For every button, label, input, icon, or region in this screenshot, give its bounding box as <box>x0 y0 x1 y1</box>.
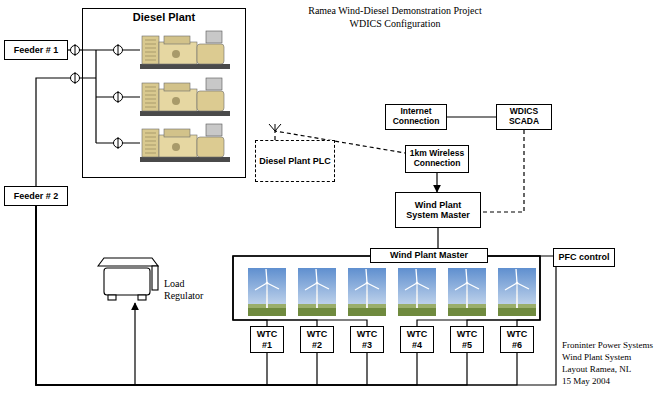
connector <box>36 206 417 385</box>
turbine-controller-box: WTC #1 <box>250 326 284 353</box>
connector <box>233 256 370 326</box>
connector <box>36 206 467 385</box>
turbine-controller-box: WTC #3 <box>350 326 384 353</box>
box-text: Diesel Plant <box>86 11 242 24</box>
box-text: Diesel Plant PLC <box>259 156 331 166</box>
box-text: WTC #4 <box>405 329 429 350</box>
box-text: Feeder # 1 <box>8 45 64 55</box>
feeder-box: Feeder # 1 <box>4 40 68 60</box>
plant-bus-wire <box>82 50 140 143</box>
connector <box>467 256 540 326</box>
turbine-controller-box: WTC #6 <box>500 326 534 353</box>
connector <box>36 206 517 385</box>
connector <box>36 206 367 385</box>
breaker-symbol <box>71 44 123 149</box>
plant-box: Diesel Plant <box>82 8 246 178</box>
controller-box: Wind Plant Master <box>370 248 488 263</box>
note-text: 15 May 2004 <box>562 376 610 387</box>
part-label: Load Regulator <box>164 278 214 302</box>
feeder-box: Feeder # 2 <box>4 186 68 206</box>
box-text: WTC #5 <box>455 329 479 350</box>
plc-box: Diesel Plant PLC <box>255 140 335 182</box>
connector <box>417 256 540 326</box>
box-text: Wind Plant Master <box>374 250 484 260</box>
note-text: Layout Ramea, NL <box>562 364 631 375</box>
box-text: Feeder # 2 <box>8 191 64 201</box>
connector <box>437 228 438 248</box>
connector <box>233 256 370 326</box>
scada-box: WDICS SCADA <box>496 104 552 130</box>
connector <box>36 206 317 385</box>
connector <box>233 256 370 326</box>
connector <box>481 130 524 212</box>
turbine-controller-box: WTC #4 <box>400 326 434 353</box>
wireless-box: 1km Wireless Connection <box>405 145 469 173</box>
box-text: WTC #6 <box>505 329 529 350</box>
note-text: Wind Plant System <box>562 352 631 363</box>
turbine-controller-box: WTC #2 <box>300 326 334 353</box>
antenna-symbol <box>269 124 281 131</box>
diesel-generator <box>140 31 230 162</box>
box-text: WDICS SCADA <box>500 107 548 127</box>
network-box: Internet Connection <box>385 104 447 130</box>
connector <box>447 116 496 117</box>
connector <box>488 256 540 326</box>
box-text: PFC control <box>557 252 611 262</box>
note-text: Froninter Power Systems <box>562 340 653 351</box>
control-box: PFC control <box>553 248 615 267</box>
box-text: Wind Plant System Master <box>399 200 477 221</box>
turbine-controller-box: WTC #5 <box>450 326 484 353</box>
load-arrow <box>134 303 135 385</box>
load-regulator-symbol <box>98 258 158 300</box>
box-text: 1km Wireless Connection <box>409 149 465 169</box>
box-text: WTC #2 <box>305 329 329 350</box>
connector <box>436 173 437 192</box>
connector <box>36 206 267 385</box>
box-text: Internet Connection <box>389 107 443 127</box>
wind-turbine-picture <box>248 268 536 316</box>
controller-box: Wind Plant System Master <box>395 192 481 228</box>
box-text: WTC #1 <box>255 329 279 350</box>
connector <box>36 78 82 186</box>
diagram-title: Ramea Wind-Diesel Demonstration Project … <box>300 5 490 30</box>
box-text: WTC #3 <box>355 329 379 350</box>
connector <box>36 206 556 385</box>
